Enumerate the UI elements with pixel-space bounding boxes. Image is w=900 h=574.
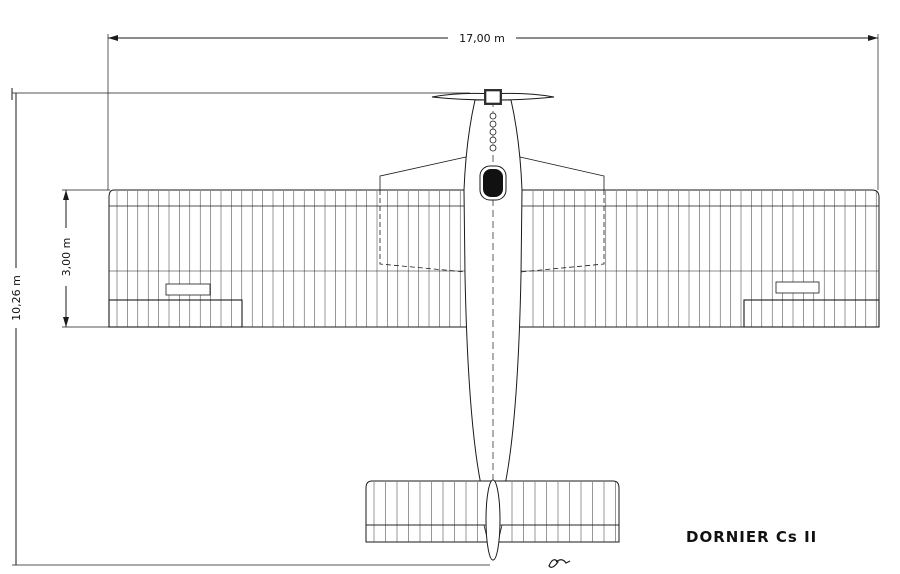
cockpit-opening <box>483 169 503 197</box>
propeller <box>431 89 555 105</box>
aileron-tab-right <box>775 281 820 294</box>
wingspan-label-bg <box>448 30 516 44</box>
wing-ribs <box>116 191 877 327</box>
tail-ribs <box>373 482 616 542</box>
chord-label: 3,00 m <box>60 238 73 277</box>
aileron-right <box>743 299 880 328</box>
length-label-bg <box>9 268 23 328</box>
aileron-left <box>108 299 243 328</box>
engine-cylinders <box>489 112 497 152</box>
chord-label-bg <box>59 228 73 286</box>
length-dimension <box>11 88 490 566</box>
rudder <box>485 479 501 561</box>
horizontal-tail <box>365 479 620 561</box>
aileron-tab-left <box>165 283 211 296</box>
wingspan-label: 17,00 m <box>459 32 505 45</box>
length-label: 10,26 m <box>10 275 23 321</box>
drawing-title: DORNIER Cs II <box>686 528 817 546</box>
fuselage <box>463 99 523 541</box>
artist-signature-mark <box>548 559 571 568</box>
